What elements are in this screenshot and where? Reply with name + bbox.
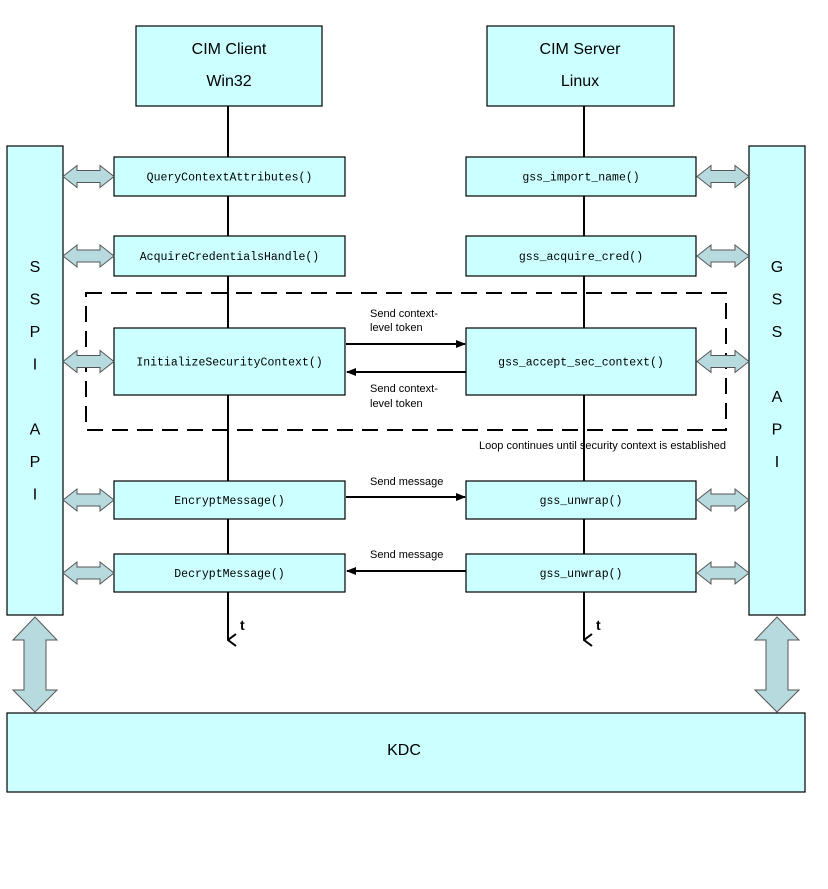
gss-letter: S xyxy=(772,324,783,341)
loop-note: Loop continues until security context is… xyxy=(479,440,726,452)
gss-unwrap-1-box: gss_unwrap() xyxy=(465,480,697,520)
sspi-letter: I xyxy=(33,487,37,504)
message-accept-to-init: Send context- level token xyxy=(346,368,466,410)
gss-unwrap-2-box: gss_unwrap() xyxy=(465,553,697,593)
sspi-letter: P xyxy=(30,454,41,471)
message-init-to-accept: Send context- level token xyxy=(346,308,466,348)
encrypt-message-label: EncryptMessage() xyxy=(174,495,284,508)
gss-acquire-cred-box: gss_acquire_cred() xyxy=(465,235,697,277)
encrypt-message-box: EncryptMessage() xyxy=(113,480,346,520)
decrypt-message-label: DecryptMessage() xyxy=(174,568,284,581)
sspi-letter: S xyxy=(30,259,41,276)
gss-letter: P xyxy=(772,422,783,439)
cim-client-box: CIM Client Win32 xyxy=(135,25,323,107)
server-time-label: t xyxy=(596,617,601,633)
sspi-initialize-security-context-double-arrow-icon xyxy=(62,349,115,374)
message-label: Send message xyxy=(370,549,443,561)
message-label: level token xyxy=(370,398,423,410)
acquire-credentials-handle-box: AcquireCredentialsHandle() xyxy=(113,235,346,277)
sspi-letter: P xyxy=(30,324,41,341)
query-context-attributes-box: QueryContextAttributes() xyxy=(113,156,346,197)
sspi-encrypt-message-double-arrow-icon xyxy=(62,487,115,513)
client-time-label: t xyxy=(240,617,245,633)
gss-letter: A xyxy=(772,389,783,406)
cim-server-title: CIM Server xyxy=(540,41,622,58)
sspi-decrypt-message-double-arrow-icon xyxy=(62,560,115,586)
sspi-query-context-attributes-double-arrow-icon xyxy=(62,164,115,189)
message-encrypt-to-unwrap: Send message xyxy=(346,476,466,501)
gss-import-name-box: gss_import_name() xyxy=(465,156,697,197)
gss-letter: S xyxy=(772,292,783,309)
gss-import-name-label: gss_import_name() xyxy=(522,172,639,185)
message-label: Send context- xyxy=(370,308,438,320)
query-context-attributes-label: QueryContextAttributes() xyxy=(147,172,313,185)
gss-acquire-cred-label: gss_acquire_cred() xyxy=(519,251,643,264)
acquire-credentials-handle-label: AcquireCredentialsHandle() xyxy=(140,251,319,264)
message-label: Send message xyxy=(370,476,443,488)
gss-accept-sec-context-label: gss_accept_sec_context() xyxy=(498,357,664,370)
sspi-acquire-credentials-handle-double-arrow-icon xyxy=(62,243,115,269)
decrypt-message-box: DecryptMessage() xyxy=(113,553,346,593)
gss-unwrap-1-label: gss_unwrap() xyxy=(540,495,623,508)
cim-client-title: CIM Client xyxy=(192,41,267,58)
cim-client-platform: Win32 xyxy=(206,73,251,90)
kdc-box: KDC xyxy=(6,712,806,793)
gss-gss-accept-sec-context-double-arrow-icon xyxy=(696,349,750,374)
message-unwrap-to-decrypt: Send message xyxy=(346,549,466,575)
message-label: Send context- xyxy=(370,383,438,395)
gss-accept-sec-context-box: gss_accept_sec_context() xyxy=(465,327,697,396)
gss-gss-acquire-cred-double-arrow-icon xyxy=(696,243,750,269)
sspi-letter: S xyxy=(30,292,41,309)
gss-unwrap-2-label: gss_unwrap() xyxy=(540,568,623,581)
sspi-letter: I xyxy=(33,357,37,374)
gss-letter: I xyxy=(775,454,779,471)
gss-kdc-double-arrow-icon xyxy=(753,616,801,713)
gss-gss-import-name-double-arrow-icon xyxy=(696,164,750,189)
gss-letter: G xyxy=(771,259,783,276)
sspi-kdc-double-arrow-icon xyxy=(11,616,59,713)
gss-gss-unwrap-2-double-arrow-icon xyxy=(696,560,750,586)
initialize-security-context-label: InitializeSecurityContext() xyxy=(136,357,322,370)
cim-server-box: CIM Server Linux xyxy=(486,25,675,107)
cim-server-platform: Linux xyxy=(561,73,599,90)
kdc-label: KDC xyxy=(387,742,421,759)
initialize-security-context-box: InitializeSecurityContext() xyxy=(113,327,346,396)
message-label: level token xyxy=(370,322,423,334)
sspi-letter: A xyxy=(30,422,41,439)
gss-gss-unwrap-1-double-arrow-icon xyxy=(696,487,750,513)
